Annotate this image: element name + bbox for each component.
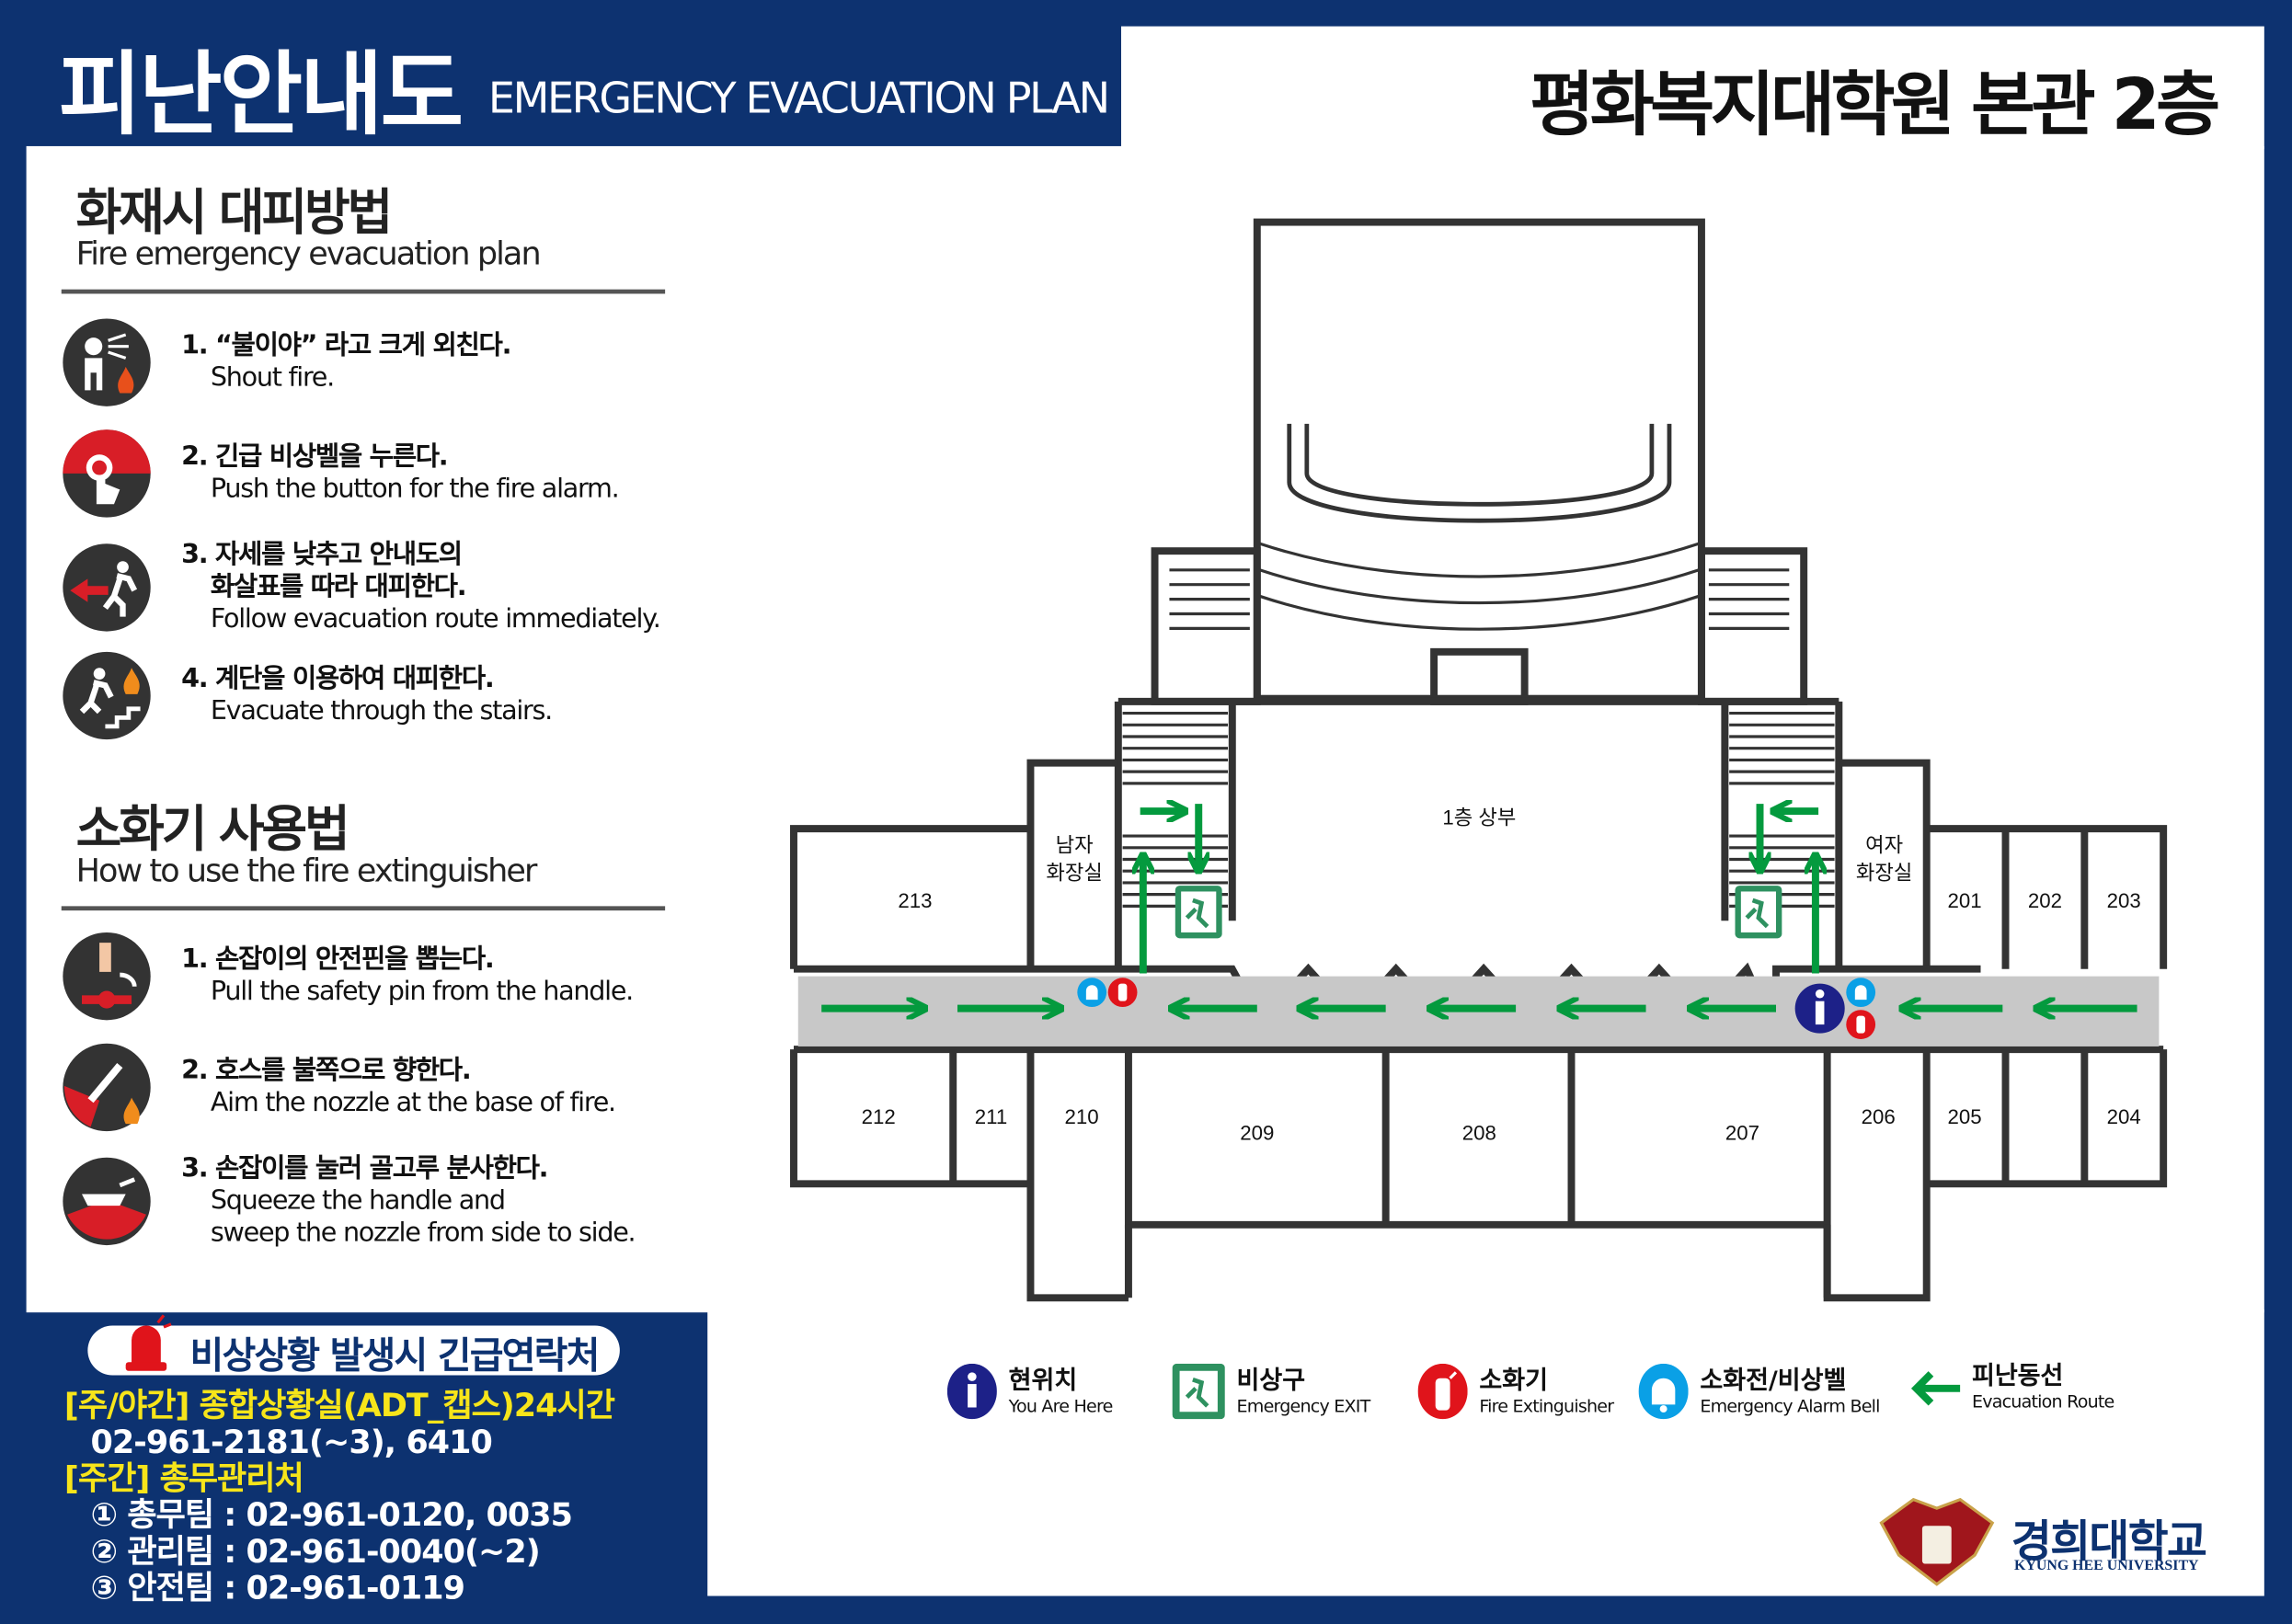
room-label: 213	[898, 889, 932, 912]
room-label: 210	[1065, 1105, 1099, 1128]
room-label: 207	[1725, 1122, 1759, 1145]
step-text-ko: 3. 손잡이를 눌러 골고루 분사한다.	[181, 1152, 548, 1184]
panel-bg	[26, 145, 2264, 1313]
step-text-en: Pull the safety pin from the handle.	[210, 976, 634, 1008]
siren-icon	[125, 1314, 172, 1371]
exit-icon	[1175, 886, 1222, 939]
extinguisher-icon	[1417, 1363, 1468, 1420]
restroom-men-label: 남자	[1056, 834, 1094, 857]
contact-24h-phone: 02-961-2181(~3), 6410	[90, 1424, 493, 1462]
university-emblem	[1879, 1497, 1995, 1586]
room-label: 203	[2107, 889, 2141, 912]
exit-icon	[1735, 886, 1782, 939]
university-name-en: KYUNG HEE UNIVERSITY	[2014, 1558, 2199, 1574]
extinguisher-step-3: 3. 손잡이를 눌러 골고루 분사한다.Squeeze the handle a…	[62, 1153, 636, 1250]
void-label: 1층 상부	[1442, 806, 1516, 829]
walls	[790, 218, 2168, 1302]
legend-label-en: Emergency Alarm Bell	[1700, 1394, 1880, 1416]
legend-label-en: Evacuation Route	[1971, 1391, 2114, 1412]
restroom-women-label: 화장실	[1856, 862, 1912, 885]
contact-management: ② 관리팀 : 02-961-0040(~2)	[90, 1534, 541, 1572]
map-icons	[1077, 886, 1876, 1039]
step-text-en: Follow evacuation route immediately.	[210, 603, 661, 635]
divider	[61, 289, 666, 294]
contact-general-affairs: ① 총무팀 : 02-961-0120, 0035	[90, 1498, 573, 1535]
emergency-contact-title: 비상상황 발생시 긴급연락처	[189, 1334, 601, 1378]
room-label: 211	[975, 1105, 1007, 1128]
legend-label-ko: 피난동선	[1971, 1362, 2064, 1392]
room-label: 212	[862, 1105, 896, 1128]
fire-step-4: 4. 계단을 이용하여 대피한다.Evacuate through the st…	[62, 650, 553, 741]
step-text-en: Evacuate through the stairs.	[210, 695, 553, 726]
step-text-ko: 2. 긴급 비상벨을 누른다.	[181, 440, 449, 473]
emergency-contact-header: 비상상황 발생시 긴급연락처	[87, 1314, 620, 1377]
step-text-ko: 화살표를 따라 대피한다.	[210, 571, 467, 602]
building-floor-title: 평화복지대학원 본관 2층	[1530, 63, 2220, 146]
extinguisher-step-1: 1. 손잡이의 안전핀을 뽑는다.Pull the safety pin fro…	[62, 931, 634, 1022]
contact-daytime-label: [주간] 총무관리처	[63, 1461, 304, 1499]
you-are-here-icon	[946, 1363, 997, 1420]
legend-label-ko: 소화기	[1479, 1366, 1548, 1395]
university-name-ko: 경희대학교	[2011, 1516, 2207, 1569]
legend-label-ko: 현위치	[1008, 1366, 1078, 1395]
title-korean: 피난안내도	[58, 40, 464, 148]
legend-label-en: Fire Extinguisher	[1479, 1394, 1614, 1416]
fire-step-1: 1. “불이야” 라고 크게 외친다.Shout fire.	[62, 317, 511, 408]
step-text-en: Shout fire.	[210, 362, 335, 394]
alarm-button-icon	[63, 429, 151, 518]
room-label: 201	[1947, 889, 1981, 912]
fire-step-2: 2. 긴급 비상벨을 누른다.Push the button for the f…	[62, 429, 620, 520]
extinguisher-section-subtitle: How to use the fire extinguisher	[75, 853, 538, 890]
step-text-ko: 1. “불이야” 라고 크게 외친다.	[181, 330, 511, 361]
fire-section-subtitle: Fire emergency evacuation plan	[75, 236, 542, 274]
step-text-en: Aim the nozzle at the base of fire.	[210, 1087, 616, 1118]
exit-icon	[1172, 1363, 1225, 1420]
legend-label-ko: 비상구	[1236, 1366, 1306, 1395]
legend-label-en: Emergency EXIT	[1236, 1394, 1371, 1416]
room-label: 208	[1462, 1122, 1496, 1145]
step-text-ko: 2. 호스를 불쪽으로 향한다.	[181, 1055, 472, 1086]
extinguisher-step-2: 2. 호스를 불쪽으로 향한다.Aim the nozzle at the ba…	[62, 1042, 616, 1133]
restroom-women-label: 여자	[1865, 834, 1903, 857]
restroom-men-label: 화장실	[1046, 862, 1102, 885]
evacuation-arrow-icon	[1910, 1370, 1961, 1405]
divider	[61, 906, 666, 911]
fire-section-title: 화재시 대피방법	[75, 184, 394, 243]
shout-icon	[63, 318, 151, 406]
header-bg	[1120, 26, 2264, 150]
room-label: 206	[1862, 1105, 1896, 1128]
legend-bg	[707, 1309, 2264, 1596]
extinguisher-section-title: 소화기 사용법	[75, 800, 350, 860]
room-label: 204	[2107, 1105, 2141, 1128]
step-text-en: Push the button for the fire alarm.	[210, 473, 620, 505]
title-english: EMERGENCY EVACUATION PLAN	[487, 73, 1110, 123]
step-text-ko: 1. 손잡이의 안전핀을 뽑는다.	[181, 944, 495, 976]
room-label: 205	[1947, 1105, 1981, 1128]
room-label: 202	[2028, 889, 2062, 912]
alarm-bell-icon	[1638, 1363, 1689, 1420]
aim-nozzle-icon	[63, 1043, 151, 1132]
step-text-en: sweep the nozzle from side to side.	[210, 1217, 636, 1249]
squeeze-icon	[63, 1157, 151, 1246]
contact-24h-label: [주/야간] 종합상황실(ADT_캡스)24시간	[63, 1388, 615, 1425]
step-text-ko: 4. 계단을 이용하여 대피한다.	[181, 663, 495, 694]
contact-safety: ③ 안전팀 : 02-961-0119	[90, 1571, 465, 1608]
evacuation-route	[821, 804, 2137, 1009]
step-text-en: Squeeze the handle and	[210, 1184, 506, 1217]
stairs-icon	[63, 651, 151, 740]
pull-pin-icon	[63, 932, 151, 1021]
step-text-ko: 3. 자세를 낮추고 안내도의	[181, 539, 463, 570]
legend-label-en: You Are Here	[1008, 1394, 1114, 1416]
room-label: 209	[1240, 1122, 1274, 1145]
evacuate-icon	[63, 543, 151, 632]
legend-label-ko: 소화전/비상벨	[1700, 1366, 1847, 1395]
